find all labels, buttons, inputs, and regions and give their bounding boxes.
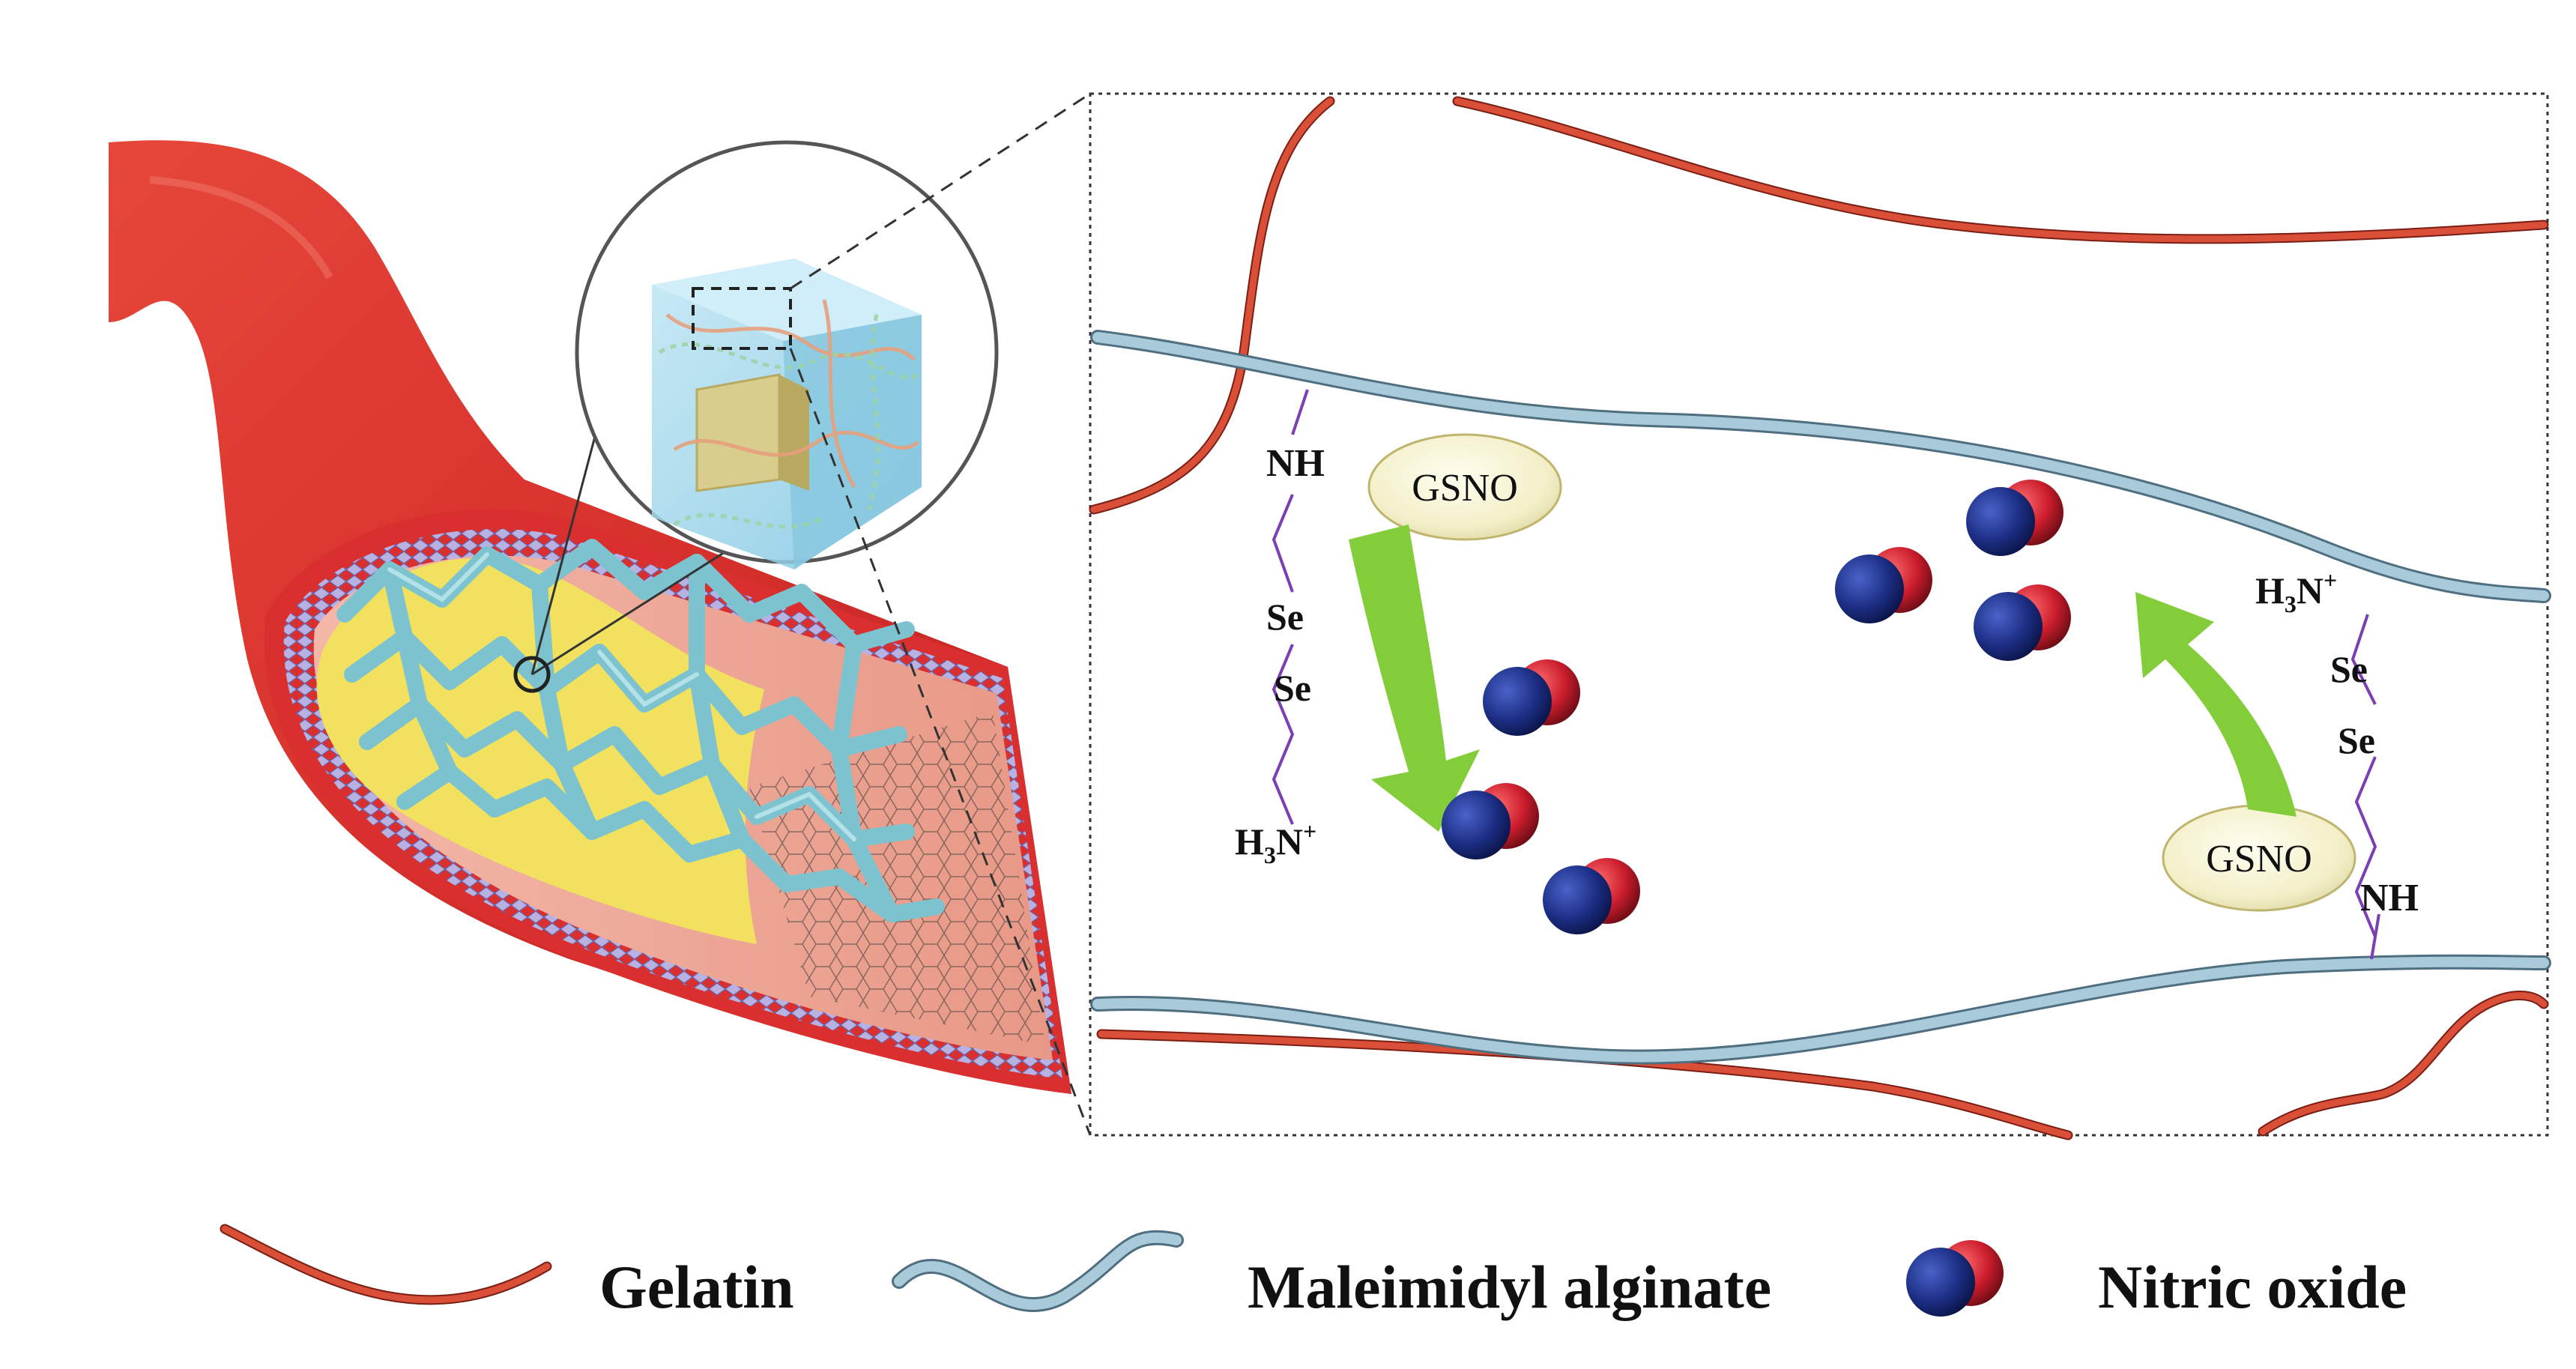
left-gsno-label: GSNO bbox=[1412, 467, 1518, 510]
gelatin-fibers bbox=[1089, 96, 2549, 1140]
nitric-oxide-molecule-icon bbox=[1906, 1240, 2004, 1317]
left-se-bottom-label: Se bbox=[1274, 667, 1311, 709]
legend-nitric-oxide-label: Nitric oxide bbox=[2098, 1253, 2407, 1321]
right-se-bottom-label: Se bbox=[2338, 719, 2375, 761]
legend-nitric-oxide: Nitric oxide bbox=[1906, 1240, 2407, 1321]
left-h3n-label: H3N+ bbox=[1235, 818, 1316, 868]
legend-gelatin-label: Gelatin bbox=[599, 1253, 794, 1321]
left-se-top-label: Se bbox=[1266, 596, 1304, 638]
legend: Gelatin Maleimidyl alginate Nitric oxide bbox=[220, 1224, 2407, 1321]
right-curved-arrow-icon bbox=[2135, 592, 2297, 817]
legend-alginate-label: Maleimidyl alginate bbox=[1248, 1253, 1771, 1321]
left-gsno: GSNO bbox=[1367, 433, 1562, 541]
right-crosslinker: H3N+ Se Se NH bbox=[2255, 566, 2419, 960]
hydrogel-magnifier bbox=[513, 140, 999, 693]
hydrogel-cube-icon bbox=[652, 259, 922, 569]
left-crosslinker: NH Se Se H3N+ bbox=[1235, 389, 1325, 868]
right-nh-label: NH bbox=[2360, 877, 2419, 919]
right-gsno-label: GSNO bbox=[2206, 838, 2312, 880]
zoomed-panel: NH Se Se H3N+ H3N+ Se Se NH GSNO GSNO bbox=[1089, 92, 2551, 1140]
right-h3n-label: H3N+ bbox=[2255, 566, 2337, 617]
left-curved-arrow-icon bbox=[1349, 525, 1480, 832]
blood-vessel-illustration bbox=[109, 140, 1071, 1095]
legend-gelatin: Gelatin bbox=[220, 1224, 794, 1321]
right-gsno: GSNO bbox=[2162, 804, 2356, 912]
right-se-top-label: Se bbox=[2330, 648, 2368, 690]
panel-frame bbox=[1089, 92, 2549, 1137]
alginate-fibers bbox=[1090, 330, 2551, 1065]
left-nh-label: NH bbox=[1266, 442, 1325, 485]
legend-alginate: Maleimidyl alginate bbox=[892, 1230, 1771, 1321]
